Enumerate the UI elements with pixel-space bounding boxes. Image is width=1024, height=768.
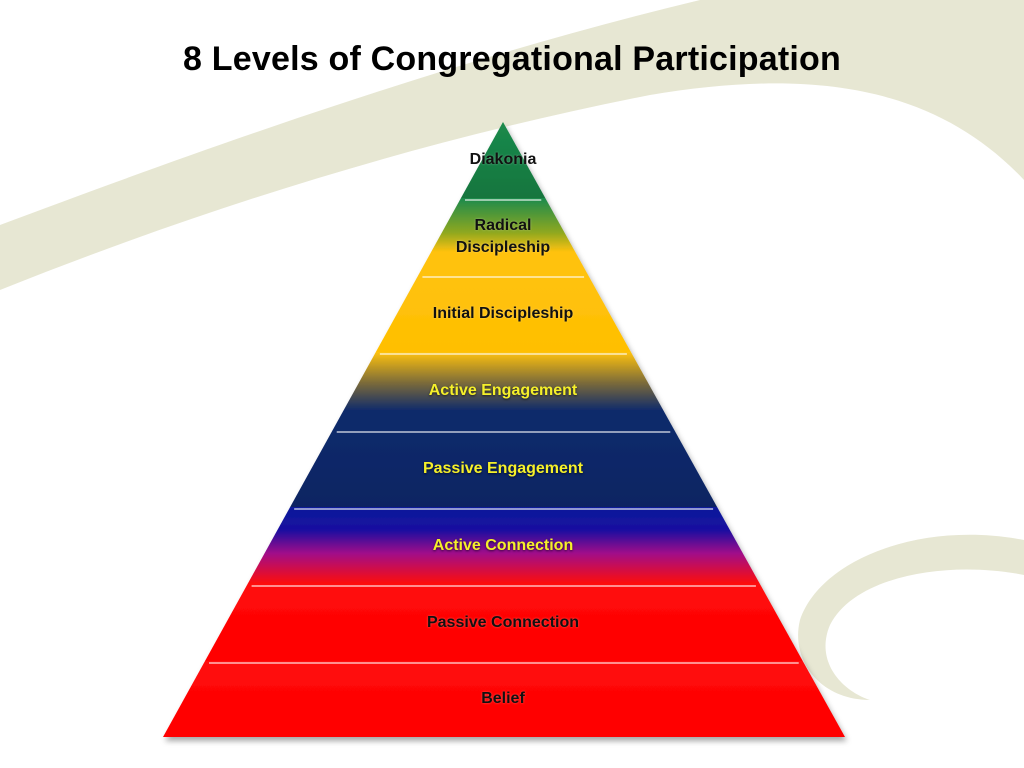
pyramid-tier-5 xyxy=(290,430,718,507)
tier-label-6: Active Connection xyxy=(432,536,574,554)
pyramid-tier-4 xyxy=(332,352,675,430)
tier-label-4: Active Engagement xyxy=(428,382,578,399)
tier-label-7: Passive Connection xyxy=(426,613,580,631)
swoosh-curl xyxy=(798,534,1024,700)
tier-label-1: Diakonia xyxy=(469,151,537,168)
pyramid-tier-2 xyxy=(418,198,589,275)
pyramid-tier-6 xyxy=(247,507,760,584)
pyramid-tier-8 xyxy=(163,661,845,737)
swoosh-band xyxy=(0,0,1024,290)
pyramid-tier-3 xyxy=(375,275,631,352)
tier-label-2: Radical Discipleship xyxy=(455,216,551,256)
pyramid-tier-1 xyxy=(460,122,546,198)
tier-label-5: Passive Engagement xyxy=(422,459,584,477)
tier-label-8: Belief xyxy=(481,690,525,707)
pyramid-tier-7 xyxy=(205,584,803,661)
page-title: 8 Levels of Congregational Participation xyxy=(183,40,841,78)
tier-label-3: Initial Discipleship xyxy=(432,304,574,322)
